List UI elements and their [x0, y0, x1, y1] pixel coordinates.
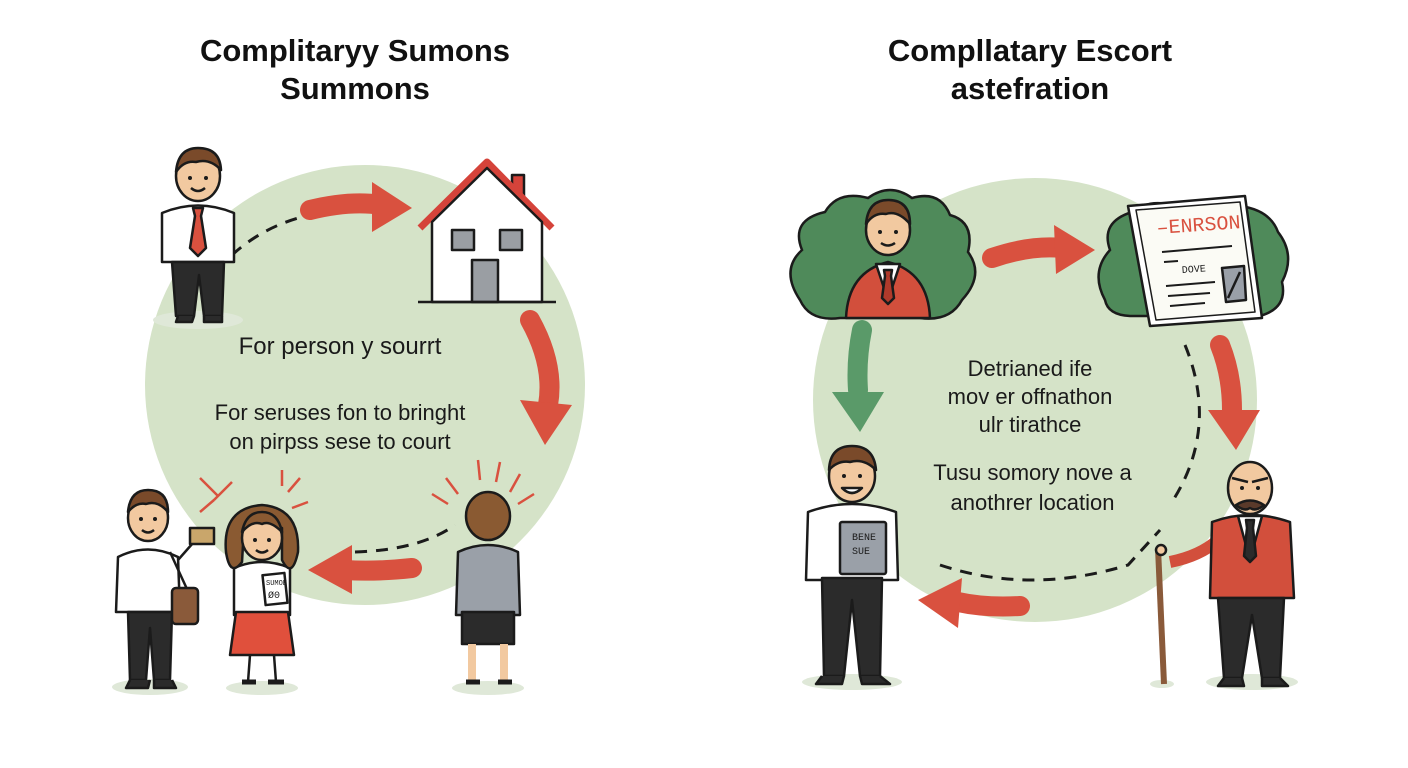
right-caption-2-line1: Tusu somory nove a — [933, 460, 1132, 485]
right-caption-2-line2: anothrer location — [950, 490, 1115, 515]
right-title: Compllatary Escort astefration — [830, 32, 1230, 108]
right-arrow-to-document — [982, 225, 1095, 274]
man-with-bag-icon — [112, 488, 216, 695]
right-arrow-back — [918, 578, 1030, 628]
book-text-line1: BENE — [852, 533, 876, 544]
left-arrow-back — [308, 545, 422, 594]
man-in-red-suit-icon — [844, 198, 932, 320]
right-dashed-connector-bottom — [939, 528, 1162, 582]
left-title: Complitaryy Sumons Summons — [150, 32, 560, 108]
document-icon: –ENRSON DOVE — [1126, 194, 1264, 328]
left-title-line2: Summons — [280, 71, 430, 106]
right-title-line1: Compllatary Escort — [887, 33, 1173, 68]
book-text-line2: SUE — [852, 547, 870, 558]
left-arrow-to-house — [300, 182, 412, 232]
green-arrow-down — [832, 320, 884, 432]
child-back-view-icon — [431, 459, 535, 695]
left-caption-2: For seruses fon to bringht on pirpss ses… — [170, 398, 510, 456]
left-arrow-down — [520, 310, 572, 445]
left-dashed-connector-bottom — [354, 523, 456, 554]
right-caption-1-line1: Detrianed ife — [967, 356, 1093, 381]
paper-text-line2: Ø0 — [268, 590, 280, 602]
paper-text-line1: SUMOE — [266, 580, 287, 588]
man-with-book-icon: BENE SUE — [802, 444, 902, 690]
house-icon — [417, 158, 556, 304]
right-dashed-connector-side — [1168, 344, 1201, 506]
document-subtext: DOVE — [1182, 264, 1207, 277]
old-man-with-cane-icon — [1150, 460, 1298, 690]
right-title-line2: astefration — [950, 71, 1110, 106]
right-caption-2: Tusu somory nove a anothrer location — [880, 458, 1185, 518]
left-caption-2-line2: on pirpss sese to court — [229, 429, 451, 454]
left-dashed-connector-top — [230, 213, 311, 257]
right-caption-1: Detrianed ife mov er offnathon ulr tirat… — [900, 355, 1160, 439]
right-caption-1-line2: mov er offnathon — [947, 384, 1113, 409]
left-caption-2-line1: For seruses fon to bringht — [214, 400, 466, 425]
right-arrow-down — [1208, 335, 1260, 450]
left-caption-1: For person y sourrt — [180, 333, 500, 361]
left-caption-1-text: For person y sourrt — [238, 333, 442, 360]
man-with-tie-icon — [153, 146, 243, 329]
right-caption-1-line3: ulr tirathce — [978, 412, 1082, 437]
left-title-line1: Complitaryy Sumons — [199, 33, 511, 68]
girl-with-paper-icon: SUMOE Ø0 — [199, 470, 309, 695]
